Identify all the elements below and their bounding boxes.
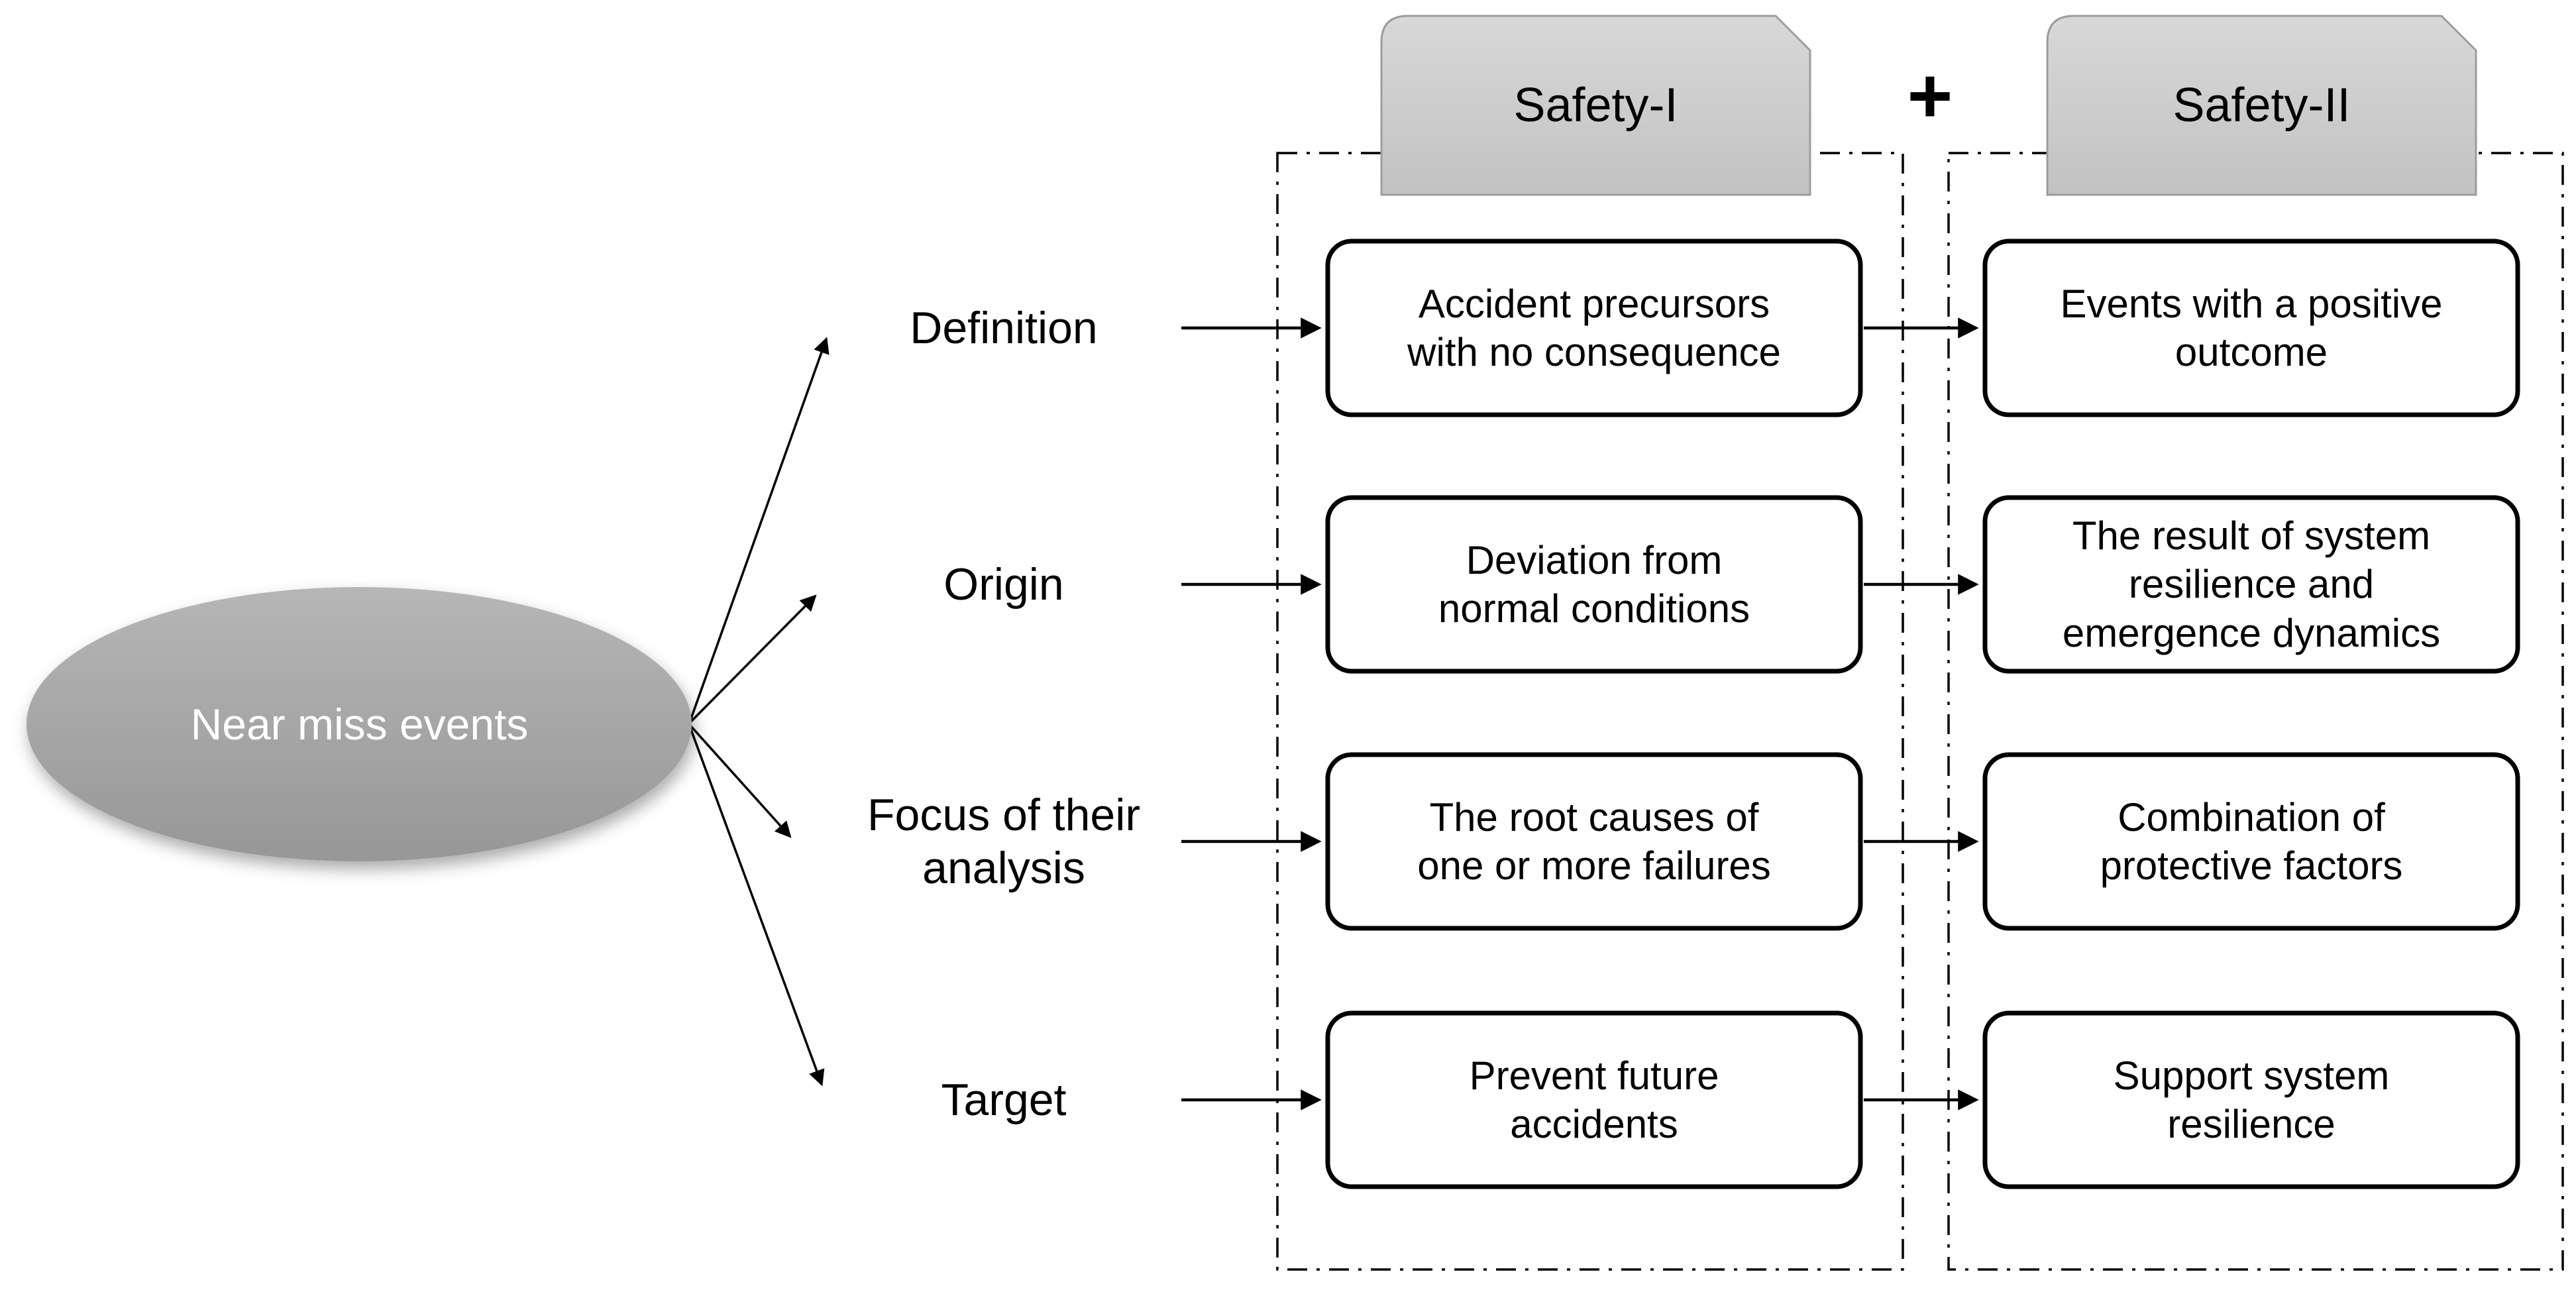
safety1-header-label: Safety-I (1513, 79, 1678, 132)
safety1-box-origin (1325, 495, 1863, 674)
row-label-origin: Origin (943, 559, 1064, 610)
safety1-box-target-text: Prevent future accidents (1469, 1053, 1719, 1146)
safety1-box-origin-text: Deviation from normal conditions (1438, 537, 1750, 631)
safety2-box-origin-text: The result of system resilience and emer… (2062, 513, 2441, 655)
arrow-ellipse-to-focus (688, 724, 792, 838)
safety1-container-border (1276, 152, 1904, 1271)
safety2-box-focus (1982, 752, 2520, 931)
safety1-header-shape (1380, 15, 1811, 196)
safety2-box-focus-text: Combination of protective factors (2100, 794, 2403, 888)
safety1-box-target (1325, 1010, 1863, 1189)
ellipse-label: Near miss events (190, 700, 529, 749)
safety2-box-definition (1982, 239, 2520, 417)
safety2-box-target (1982, 1010, 2520, 1189)
safety2-box-origin (1982, 495, 2520, 674)
arrow-ellipse-to-definition (688, 337, 830, 723)
safety2-header-label: Safety-II (2173, 79, 2351, 132)
arrow-ellipse-to-target (688, 726, 825, 1087)
safety2-box-definition-text: Events with a positive outcome (2060, 281, 2443, 374)
near-miss-events-ellipse (27, 587, 692, 861)
safety2-box-target-text: Support system resilience (2113, 1053, 2390, 1146)
arrow-ellipse-to-origin (688, 594, 817, 724)
safety1-box-definition (1325, 239, 1863, 417)
row-label-target: Target (941, 1074, 1067, 1125)
row-label-focus: Focus of their analysis (867, 789, 1140, 893)
row-label-definition: Definition (910, 302, 1098, 353)
safety1-box-definition-text: Accident precursors with no consequence (1407, 281, 1781, 374)
plus-sign: + (1907, 52, 1953, 140)
safety2-header-shape (2046, 15, 2477, 196)
safety1-box-focus-text: The root causes of one or more failures (1417, 794, 1771, 888)
safety1-box-focus (1325, 752, 1863, 931)
